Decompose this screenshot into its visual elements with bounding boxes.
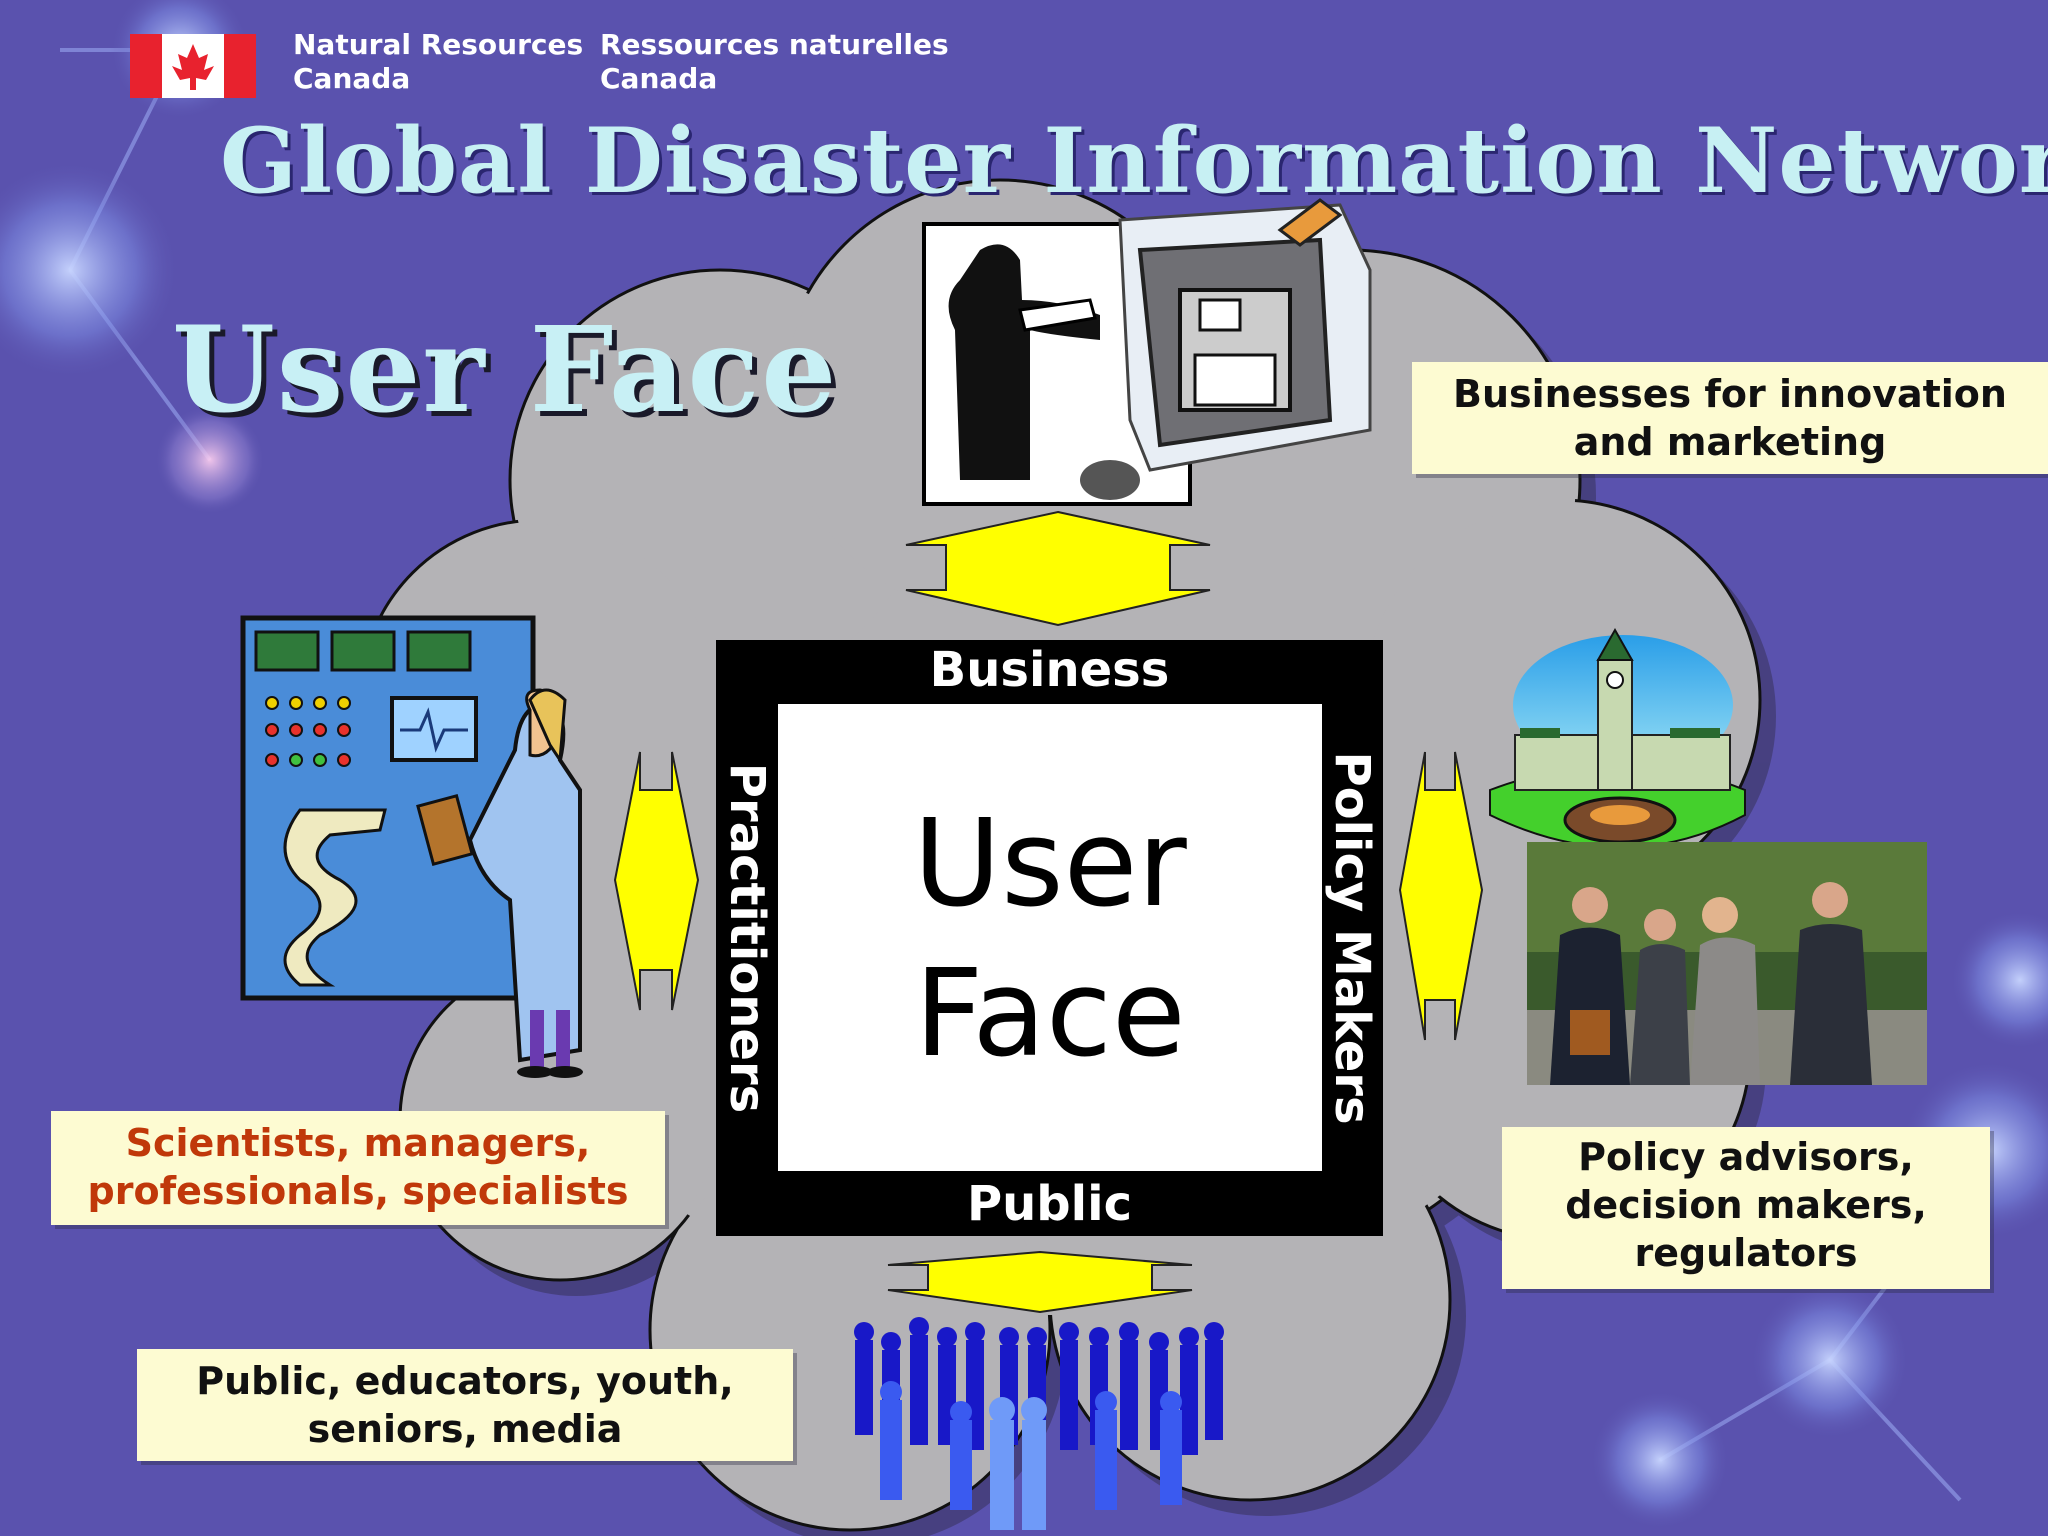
agency-en-line1: Natural Resources [293, 28, 584, 61]
note-policy-line1: Policy advisors, [1578, 1135, 1914, 1179]
label-policy-makers: Policy Makers [1324, 751, 1380, 1125]
page-subtitle: User Face [172, 300, 839, 439]
agency-en-line2: Canada [293, 62, 411, 95]
note-policy: Policy advisors, decision makers, regula… [1502, 1127, 1990, 1289]
arrow-left [613, 751, 700, 1011]
note-practitioners-line2: professionals, specialists [87, 1169, 629, 1213]
page-title: Global Disaster Information Network [220, 108, 2048, 214]
note-public-line1: Public, educators, youth, [196, 1359, 734, 1403]
label-practitioners: Practitioners [719, 762, 775, 1114]
note-policy-line3: regulators [1634, 1231, 1858, 1275]
note-public-line2: seniors, media [307, 1407, 623, 1451]
lab-technician-icon [240, 615, 583, 1078]
agency-name-en: Natural Resources Canada [293, 28, 583, 96]
arrow-bottom [887, 1250, 1193, 1314]
agency-name-fr: Ressources naturelles Canada [600, 28, 949, 96]
arrow-top [905, 510, 1211, 627]
parliament-icon [1489, 627, 1746, 849]
note-business: Businesses for innovation and marketing [1412, 362, 2048, 474]
canada-flag-icon [130, 34, 256, 98]
scientist-computer-icon [922, 198, 1372, 506]
user-face-box [778, 704, 1322, 1171]
label-business: Business [929, 642, 1170, 698]
user-face-line1: User [913, 795, 1187, 934]
user-face-line2: Face [914, 945, 1186, 1084]
note-policy-line2: decision makers, [1565, 1183, 1927, 1227]
note-practitioners-line1: Scientists, managers, [125, 1121, 591, 1165]
business-people-icon [1527, 842, 1927, 1085]
user-face-label: User Face [778, 790, 1322, 1090]
double-arrows [613, 510, 1484, 1314]
label-public: Public [966, 1176, 1133, 1232]
note-public: Public, educators, youth, seniors, media [137, 1349, 793, 1461]
note-business-line2: and marketing [1573, 420, 1887, 464]
agency-fr-line2: Canada [600, 62, 718, 95]
arrow-right [1398, 751, 1484, 1041]
crowd-icon [854, 1317, 1224, 1530]
note-business-line1: Businesses for innovation [1453, 372, 2007, 416]
note-practitioners: Scientists, managers, professionals, spe… [51, 1111, 665, 1225]
agency-fr-line1: Ressources naturelles [600, 28, 949, 61]
